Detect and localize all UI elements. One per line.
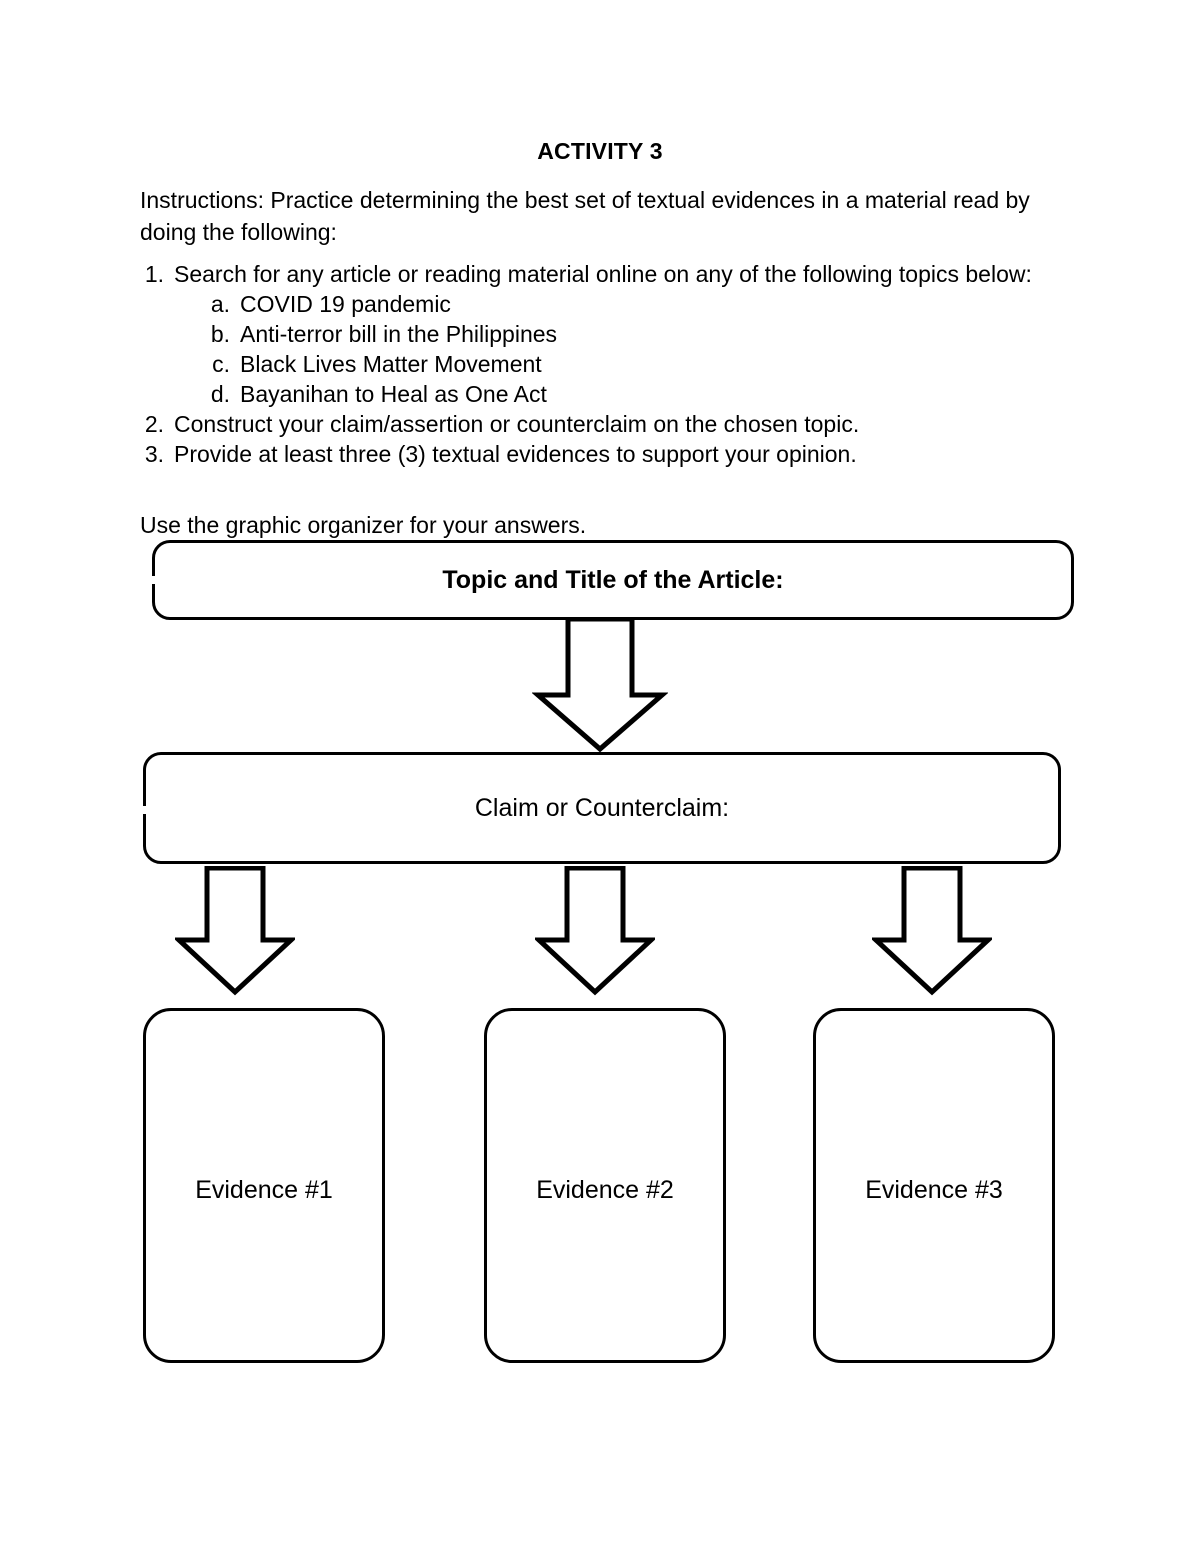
arrow-down-icon <box>175 866 295 996</box>
use-organizer-line: Use the graphic organizer for your answe… <box>140 512 587 538</box>
evidence-box-2[interactable]: Evidence #2 <box>484 1008 726 1363</box>
instruction-sub-list: a. COVID 19 pandemic b. Anti-terror bill… <box>208 289 1070 409</box>
list-item: c. Black Lives Matter Movement <box>208 349 1070 379</box>
list-marker: d. <box>210 381 230 407</box>
list-item-text: Construct your claim/assertion or counte… <box>174 411 860 437</box>
arrow-down-icon <box>532 617 668 753</box>
list-item-text: Black Lives Matter Movement <box>240 351 542 377</box>
scan-artifact-notch-claim <box>141 806 147 814</box>
evidence-label-3: Evidence #3 <box>865 1176 1003 1204</box>
list-marker: 2. <box>144 411 164 437</box>
list-item: a. COVID 19 pandemic <box>208 289 1070 319</box>
claim-or-counterclaim-box[interactable]: Claim or Counterclaim: <box>143 752 1061 864</box>
list-item: 3. Provide at least three (3) textual ev… <box>140 439 1070 469</box>
list-item: d. Bayanihan to Heal as One Act <box>208 379 1070 409</box>
page-title: ACTIVITY 3 <box>537 138 663 164</box>
instruction-step-list: 1. Search for any article or reading mat… <box>140 259 1070 469</box>
list-marker: a. <box>210 291 230 317</box>
claim-or-counterclaim-label: Claim or Counterclaim: <box>474 793 730 822</box>
arrow-down-icon <box>535 866 655 996</box>
evidence-box-1[interactable]: Evidence #1 <box>143 1008 385 1363</box>
evidence-label-1: Evidence #1 <box>195 1176 333 1204</box>
list-marker: b. <box>210 321 230 347</box>
scan-artifact-notch-topic <box>150 576 156 584</box>
list-item: 1. Search for any article or reading mat… <box>140 259 1070 289</box>
list-item-text: Anti-terror bill in the Philippines <box>240 321 558 347</box>
topic-and-title-label: Topic and Title of the Article: <box>442 565 784 594</box>
list-marker: 3. <box>144 441 164 467</box>
instructions-paragraph: Instructions: Practice determining the b… <box>140 187 1030 245</box>
list-item-text: Provide at least three (3) textual evide… <box>174 441 857 467</box>
list-item-text: COVID 19 pandemic <box>240 291 451 317</box>
list-item-text: Search for any article or reading materi… <box>174 261 1032 287</box>
arrow-down-icon <box>872 866 992 996</box>
evidence-label-2: Evidence #2 <box>536 1176 674 1204</box>
list-marker: c. <box>212 351 230 377</box>
list-marker: 1. <box>144 261 164 287</box>
topic-and-title-box[interactable]: Topic and Title of the Article: <box>152 540 1074 620</box>
list-item-text: Bayanihan to Heal as One Act <box>240 381 547 407</box>
list-item: b. Anti-terror bill in the Philippines <box>208 319 1070 349</box>
evidence-box-3[interactable]: Evidence #3 <box>813 1008 1055 1363</box>
list-item: 2. Construct your claim/assertion or cou… <box>140 409 1070 439</box>
